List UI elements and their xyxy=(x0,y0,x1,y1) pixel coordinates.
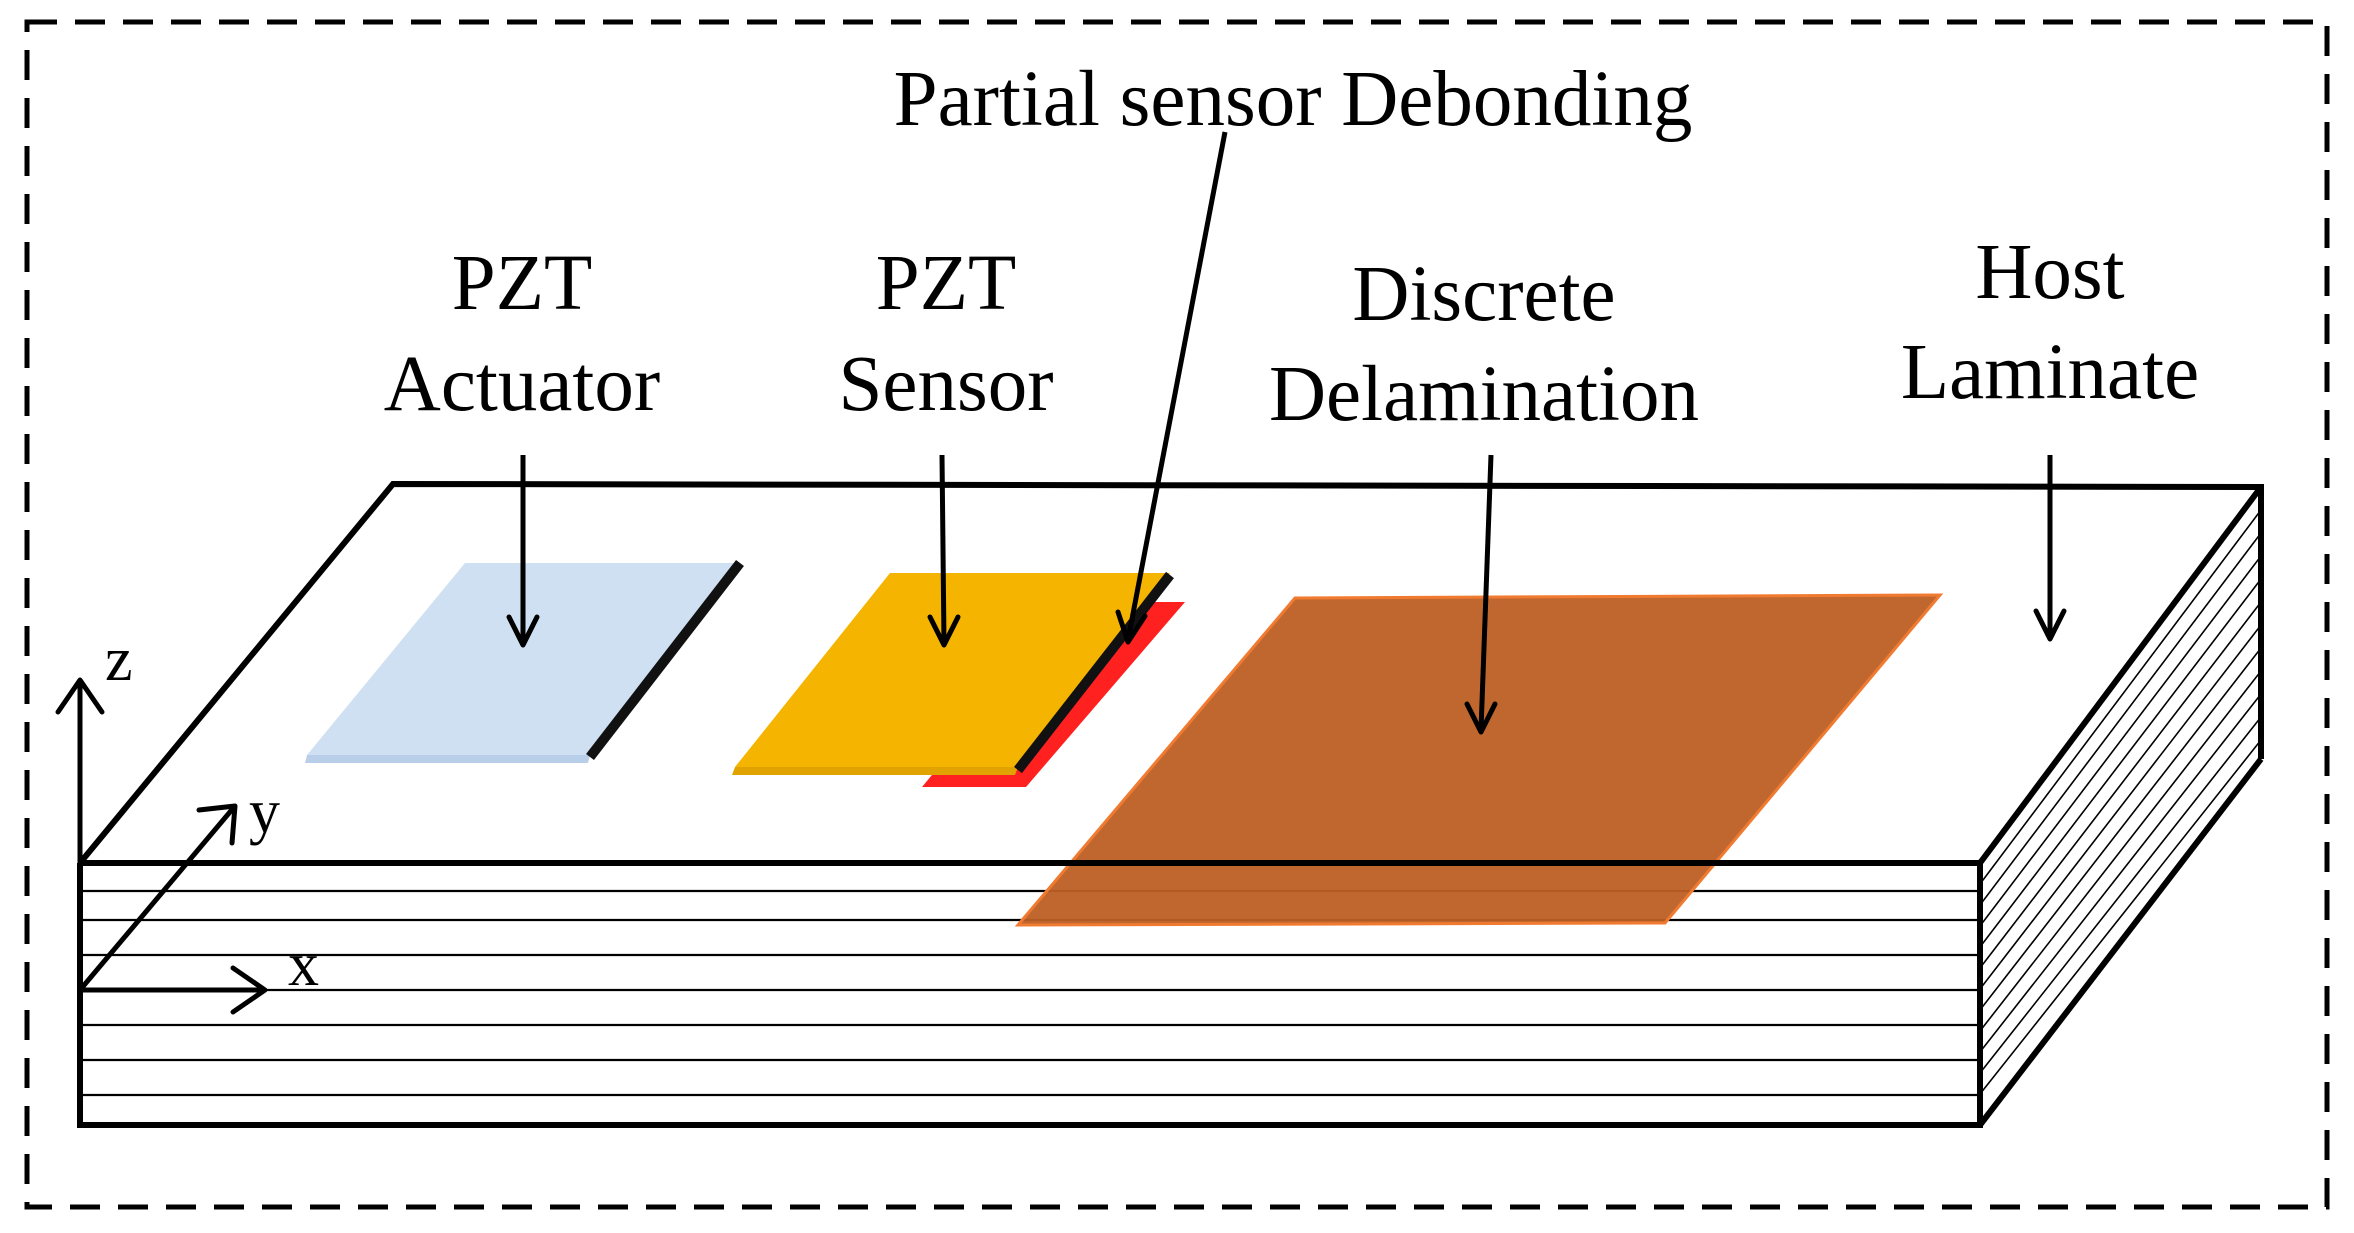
delamination-label-line2: Delamination xyxy=(1269,351,1699,438)
laminate-front-face xyxy=(80,863,1980,1125)
laminate-outline xyxy=(77,480,2264,1128)
actuator-arrow xyxy=(506,455,540,648)
x-axis-label: x xyxy=(288,931,319,999)
pzt-actuator xyxy=(305,559,744,763)
coordinate-axes xyxy=(55,677,268,1015)
delamination-arrow xyxy=(1464,454,1498,735)
dashed-frame xyxy=(24,19,2330,1210)
actuator-label-line2: Actuator xyxy=(384,341,660,428)
host-label-line1: Host xyxy=(1975,229,2124,316)
pzt-sensor xyxy=(732,571,1174,775)
delamination-region xyxy=(1014,593,1944,927)
debonding-label: Partial sensor Debonding xyxy=(894,56,1693,143)
y-axis-label: y xyxy=(249,778,280,846)
z-axis-label: z xyxy=(105,626,133,694)
debonding-arrow xyxy=(1115,131,1228,645)
laminate-side-face xyxy=(1979,487,2262,1125)
sensor-label-line1: PZT xyxy=(876,240,1016,327)
delamination-label-line1: Discrete xyxy=(1352,251,1615,338)
sensor-arrow xyxy=(927,454,961,648)
host-label-line2: Laminate xyxy=(1901,329,2199,416)
actuator-label-line1: PZT xyxy=(452,240,592,327)
host-laminate-arrow xyxy=(2033,455,2067,642)
sensor-label-line2: Sensor xyxy=(838,341,1053,428)
